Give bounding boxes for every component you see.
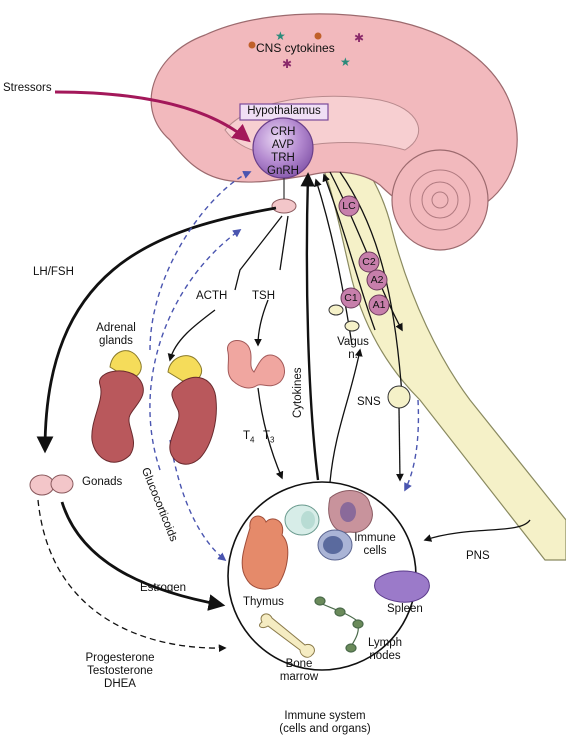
immune-cells-label: Immune cells <box>354 532 396 557</box>
t3-letter: T <box>263 430 271 442</box>
hypothalamus-body <box>252 117 314 179</box>
lymph-nodes-label: Lymph nodes <box>367 637 403 662</box>
pns-label: PNS <box>466 550 490 562</box>
stressors-arrow <box>54 90 251 143</box>
bone-marrow-drawing <box>259 613 315 658</box>
adrenal-kidney-left <box>91 350 144 463</box>
cns-cytokine-markers: ★ ✱ ★ ✱ <box>248 29 364 71</box>
brainstem-nuclei <box>338 195 390 316</box>
brainstem <box>316 159 566 561</box>
adrenal-glands-label: Adrenal glands <box>96 322 136 347</box>
estrogen-label: Estrogen <box>140 582 187 594</box>
hormone-crh: CRH <box>270 126 296 138</box>
bone-marrow-label: Bone marrow <box>279 658 319 683</box>
spleen-drawing <box>374 570 430 603</box>
thymus-drawing <box>241 515 289 590</box>
hypothalamus-hormones: CRH AVP TRH GnRH <box>258 126 308 178</box>
hormone-trh: TRH <box>271 152 295 164</box>
immune-cells-drawing <box>284 490 373 561</box>
thyroid <box>227 340 285 389</box>
adrenal-kidney-right <box>167 355 217 465</box>
nucleus-a2: A2 <box>370 274 384 286</box>
vagus-label: Vagus n. <box>337 336 369 361</box>
svg-text:★: ★ <box>340 55 351 69</box>
t3-label: T3 <box>263 430 274 446</box>
nucleus-c1: C1 <box>344 292 358 304</box>
cytokines-label: Cytokines <box>292 367 304 419</box>
immune-system-caption: Immune system (cells and organs) <box>279 710 371 735</box>
nucleus-a1: A1 <box>372 299 386 311</box>
hormone-avp: AVP <box>271 139 295 151</box>
steroids-label: Progesterone Testosterone DHEA <box>85 652 155 690</box>
spleen-label: Spleen <box>387 603 423 615</box>
thymus-label: Thymus <box>243 596 284 608</box>
stressors-label: Stressors <box>3 82 52 94</box>
sns-label: SNS <box>357 396 381 408</box>
acth-label: ACTH <box>196 290 228 302</box>
t4-sub: 4 <box>250 435 255 445</box>
gonads-label: Gonads <box>82 476 123 488</box>
gonads <box>29 474 74 496</box>
hormone-gnrh: GnRH <box>267 165 299 177</box>
hypothalamus-label: Hypothalamus <box>247 105 321 117</box>
nucleus-lc: LC <box>342 200 356 212</box>
t4-letter: T <box>243 430 251 442</box>
cns-cytokines-label: CNS cytokines <box>256 41 335 55</box>
pituitary <box>271 198 297 214</box>
svg-text:★: ★ <box>275 29 286 43</box>
svg-text:✱: ✱ <box>354 31 364 45</box>
nucleus-c2: C2 <box>362 256 376 268</box>
lymph-nodes-drawing <box>314 596 364 653</box>
t3-sub: 3 <box>270 435 275 445</box>
tsh-label: TSH <box>252 290 275 302</box>
sns-ganglion <box>387 385 411 409</box>
svg-text:✱: ✱ <box>282 57 292 71</box>
t4-label: T4 <box>243 430 254 446</box>
cerebellum <box>391 149 489 251</box>
lh-fsh-label: LH/FSH <box>33 266 74 278</box>
